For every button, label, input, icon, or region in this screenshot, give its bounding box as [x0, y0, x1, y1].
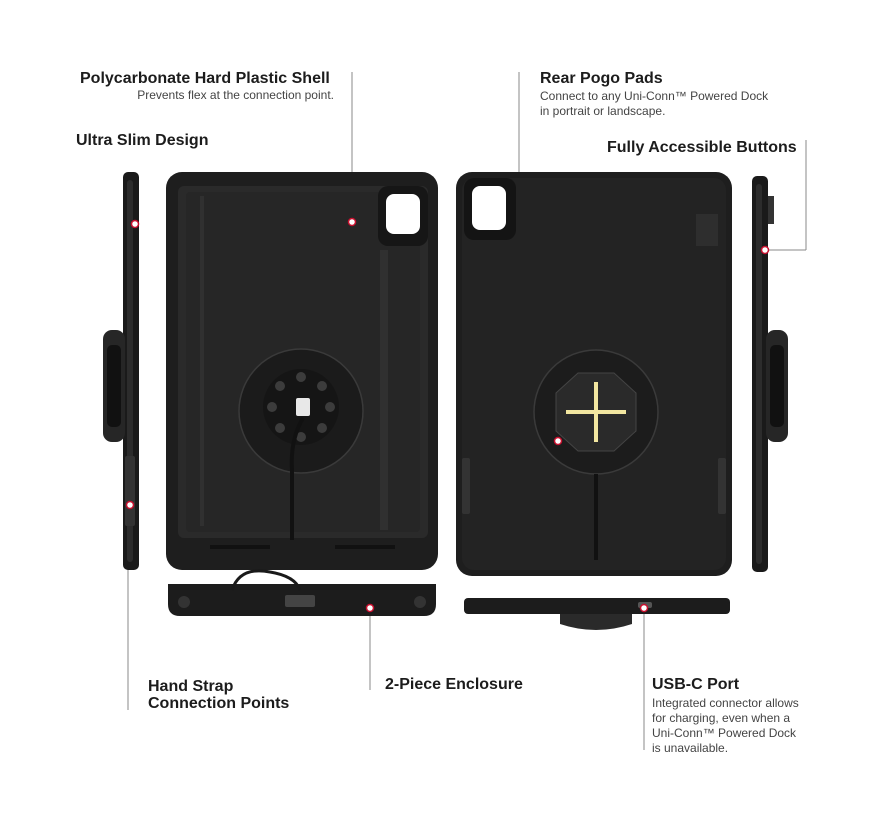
pogo-desc-line2: in portrait or landscape.: [540, 104, 666, 118]
marker-slim: [130, 219, 140, 229]
strap-title-line1: Hand Strap: [148, 678, 234, 695]
front-shell: [166, 172, 438, 570]
marker-pogo: [553, 436, 563, 446]
enclosure-title: 2-Piece Enclosure: [385, 676, 523, 693]
marker-strap: [125, 500, 135, 510]
side-profile-right: [752, 176, 788, 572]
usbc-title: USB-C Port: [652, 676, 740, 693]
usbc-desc-line2: for charging, even when a: [652, 711, 791, 725]
shell-desc: Prevents flex at the connection point.: [137, 88, 334, 102]
slim-title: Ultra Slim Design: [76, 132, 209, 149]
strap-title-line2: Connection Points: [148, 695, 290, 712]
buttons-title: Fully Accessible Buttons: [607, 139, 797, 156]
side-profile-left: [103, 172, 140, 570]
usbc-desc-line4: is unavailable.: [652, 741, 729, 755]
marker-usbc: [639, 603, 649, 613]
usbc-desc-line3: Uni-Conn™ Powered Dock: [652, 726, 797, 740]
marker-buttons: [760, 245, 770, 255]
pogo-pads: [566, 382, 626, 442]
pogo-desc-line1: Connect to any Uni-Conn™ Powered Dock: [540, 89, 769, 103]
marker-enclosure: [365, 603, 375, 613]
shell-title: Polycarbonate Hard Plastic Shell: [80, 70, 330, 87]
usbc-desc-line1: Integrated connector allows: [652, 696, 799, 710]
bottom-enclosure: [168, 569, 436, 616]
bottom-edge-usbc: [464, 598, 730, 630]
marker-shell: [347, 217, 357, 227]
pogo-title: Rear Pogo Pads: [540, 70, 663, 87]
rear-view: [456, 172, 732, 576]
